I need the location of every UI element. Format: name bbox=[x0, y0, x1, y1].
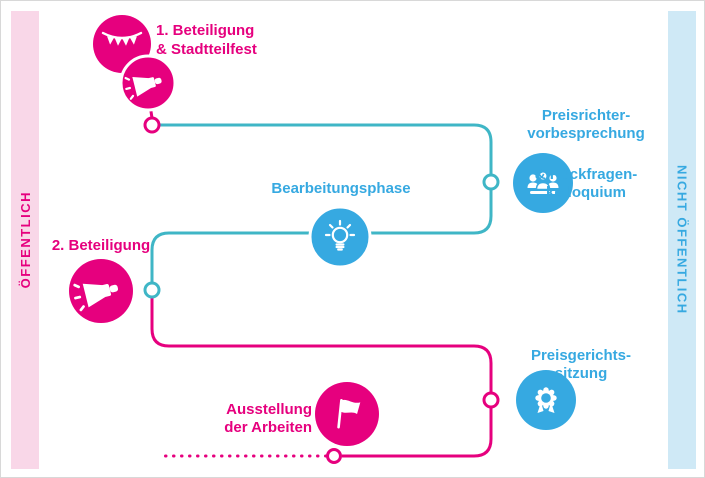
award-icon bbox=[535, 387, 557, 413]
connector-dot-ausstellung bbox=[326, 448, 342, 464]
label-preisrichter: Preisrichter- vorbesprechung & Rückfrage… bbox=[506, 89, 666, 220]
label-preisgericht: Preisgerichts- sitzung bbox=[530, 347, 632, 382]
committee-icon bbox=[527, 171, 559, 194]
lightbulb-icon bbox=[324, 219, 356, 251]
node-ausstellung bbox=[315, 382, 379, 446]
label-preisrichter-line2: & Rückfragen- kolloquium bbox=[534, 166, 638, 201]
label-ausstellung: Ausstellung der Arbeiten bbox=[224, 401, 312, 436]
label-bearbeitungsphase: Bearbeitungsphase bbox=[271, 180, 411, 197]
node-step1 bbox=[93, 15, 177, 112]
label-step2: 2. Beteiligung bbox=[51, 237, 151, 254]
flag-icon bbox=[337, 399, 361, 429]
node-step2 bbox=[69, 259, 133, 323]
label-preisrichter-line1: Preisrichter- vorbesprechung bbox=[527, 107, 645, 142]
flow-line-to-ausstellung bbox=[342, 408, 493, 458]
label-step1: 1. Beteiligung & Stadtteilfest bbox=[156, 22, 257, 58]
flow-line-to-preisgericht bbox=[150, 298, 493, 392]
node-preisgericht bbox=[516, 370, 576, 430]
node-bearbeitungsphase bbox=[308, 205, 372, 269]
connector-dot-preisrichter bbox=[482, 173, 500, 191]
node-preisrichter bbox=[513, 153, 573, 213]
connector-dot-step1 bbox=[143, 116, 161, 134]
flag-circle bbox=[315, 382, 379, 446]
non-public-sidebar-label: NICHT ÖFFENTLICH bbox=[674, 165, 690, 315]
bunting-icon bbox=[101, 31, 143, 46]
connector-dot-preisgericht bbox=[482, 391, 500, 409]
public-sidebar: ÖFFENTLICH bbox=[11, 11, 39, 469]
connector-dot-step2 bbox=[143, 281, 161, 299]
flow-line-to-preisrichter bbox=[159, 123, 493, 174]
non-public-sidebar: NICHT ÖFFENTLICH bbox=[668, 11, 696, 469]
lightbulb-circle bbox=[308, 205, 372, 269]
